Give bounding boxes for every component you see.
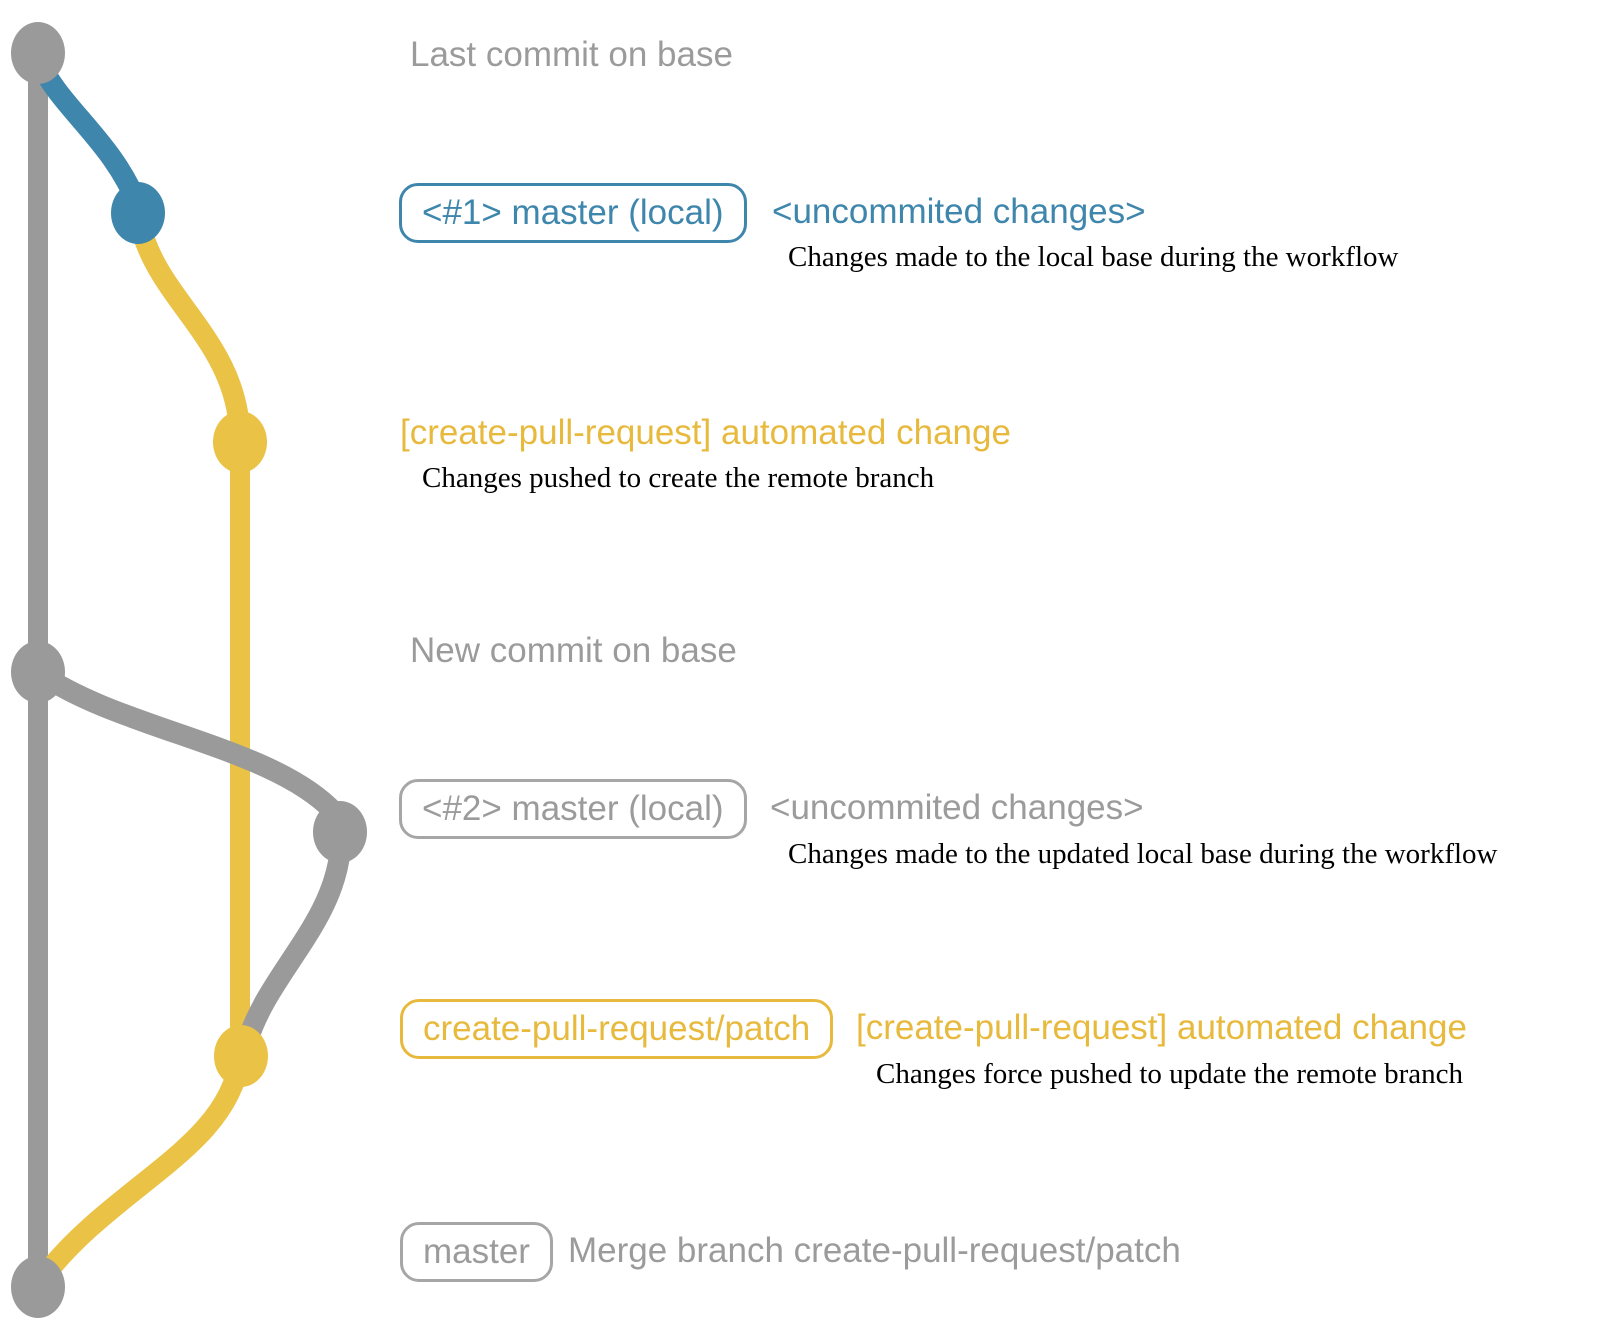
patch-merge-line [34,1047,251,1286]
label-last-commit-on-base: Last commit on base [410,35,733,74]
desc-uncommitted-changes-2: Changes made to the updated local base d… [788,838,1498,870]
patch-branch-curve-line [127,202,251,449]
branch-badge-create-pull-request-patch: create-pull-request/patch [400,999,834,1059]
branch-badge-master-local-1: <#1> master (local) [399,183,747,243]
commit-node-new-commit-on-base [11,641,65,703]
commit-node-last-commit-on-base [11,22,65,84]
label-new-commit-on-base: New commit on base [410,631,737,670]
commit-node-uncommitted-2 [313,801,367,863]
local-master2-branch-out-line [27,661,345,823]
label-merge-branch: Merge branch create-pull-request/patch [568,1231,1181,1270]
commit-node-merge [11,1256,65,1318]
commit-node-automated-change-force [214,1025,268,1087]
commit-node-uncommitted-1 [111,182,165,244]
label-automated-change-2: [create-pull-request] automated change [856,1008,1467,1047]
label-automated-change-1: [create-pull-request] automated change [400,413,1011,452]
local-master-branch-line [27,47,149,217]
branch-badge-master-local-2: <#2> master (local) [399,779,747,839]
label-uncommitted-changes-2: <uncommited changes> [770,788,1144,827]
desc-automated-change-1: Changes pushed to create the remote bran… [422,462,935,494]
commit-node-automated-change [213,411,267,473]
local-master2-branch-in-line [237,841,351,1051]
branch-badge-master: master [400,1222,553,1282]
desc-uncommitted-changes-1: Changes made to the local base during th… [788,241,1399,273]
desc-automated-change-2: Changes force pushed to update the remot… [876,1058,1464,1090]
label-uncommitted-changes-1: <uncommited changes> [772,192,1146,231]
